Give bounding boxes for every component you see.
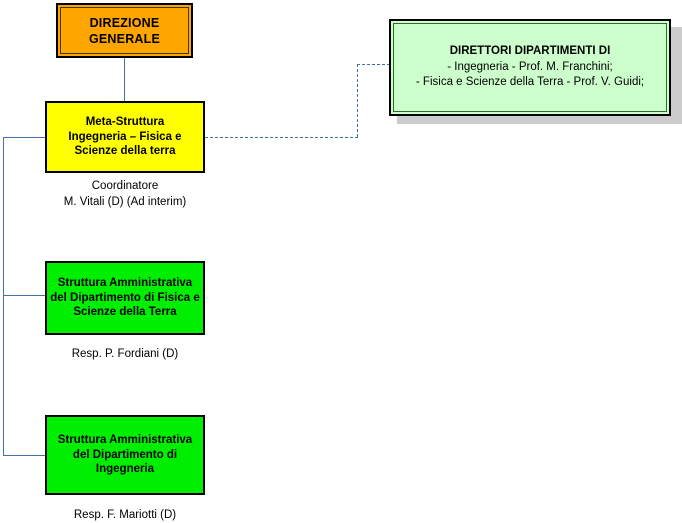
connector-meta-left-stub (3, 137, 45, 138)
meta-struttura-line2: Ingegneria – Fisica e (68, 130, 182, 143)
direttori-line2: - Ingegneria - Prof. M. Franchini; (447, 60, 613, 73)
direttori-line3: - Fisica e Scienze della Terra - Prof. V… (415, 76, 645, 89)
meta-struttura-caption-line2: M. Vitali (D) (Ad interim) (63, 195, 187, 208)
struttura-fisica-line1: Struttura Amministrativa (57, 276, 193, 289)
connector-dashed-vertical (357, 64, 358, 137)
caption-struttura-fisica: Resp. P. Fordiani (D) (71, 348, 179, 360)
struttura-fisica-line2: del Dipartimento di Fisica e (50, 291, 200, 304)
direzione-generale-line2: GENERALE (88, 31, 161, 46)
struttura-fisica-line3: Scienze della Terra (73, 306, 177, 319)
connector-vertical-trunk (3, 137, 4, 455)
node-direzione-generale[interactable]: DIREZIONE GENERALE (56, 3, 193, 58)
struttura-ingegneria-line3: Ingegneria (95, 463, 155, 476)
caption-struttura-ingegneria: Resp. F. Mariotti (D) (73, 509, 177, 521)
connector-to-struttura-ingegneria (3, 455, 45, 456)
struttura-ingegneria-line1: Struttura Amministrativa (57, 433, 193, 446)
meta-struttura-line1: Meta-Struttura (85, 115, 165, 128)
connector-to-struttura-fisica (3, 295, 45, 296)
direzione-generale-line1: DIREZIONE (89, 15, 160, 30)
connector-dashed-horizontal-lower (205, 137, 358, 138)
node-meta-struttura[interactable]: Meta-Struttura Ingegneria – Fisica e Sci… (45, 101, 205, 173)
node-struttura-amministrativa-fisica[interactable]: Struttura Amministrativa del Dipartiment… (45, 261, 205, 335)
node-struttura-amministrativa-ingegneria[interactable]: Struttura Amministrativa del Dipartiment… (45, 415, 205, 495)
meta-struttura-caption-line1: Coordinatore (91, 180, 159, 192)
connector-direzione-to-meta (124, 58, 125, 101)
node-direttori-dipartimenti[interactable]: DIRETTORI DIPARTIMENTI DI - Ingegneria -… (389, 19, 671, 116)
caption-meta-struttura: Coordinatore M. Vitali (D) (Ad interim) (45, 179, 205, 210)
direttori-line1: DIRETTORI DIPARTIMENTI DI (449, 45, 611, 58)
connector-dashed-horizontal-upper (357, 64, 390, 65)
struttura-ingegneria-line2: del Dipartimento di (72, 448, 178, 461)
meta-struttura-line3: Scienze della terra (74, 145, 176, 158)
